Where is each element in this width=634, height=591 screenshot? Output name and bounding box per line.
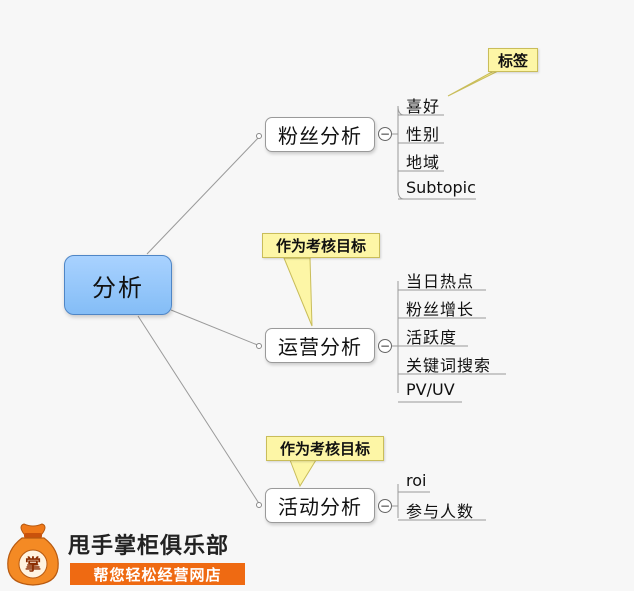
callout-pointer-tag — [447, 69, 501, 97]
callout-pointer-activity — [289, 459, 317, 488]
branch-label: 运营分析 — [278, 335, 362, 359]
topic-ops-hotspot[interactable]: 当日热点 — [406, 272, 475, 291]
topic-activity-participants[interactable]: 参与人数 — [406, 502, 475, 521]
topic-fans-region[interactable]: 地域 — [406, 153, 441, 172]
connector-dot — [256, 133, 262, 139]
topic-ops-activity[interactable]: 活跃度 — [406, 328, 458, 347]
svg-text:掌: 掌 — [25, 555, 41, 574]
branch-label: 粉丝分析 — [278, 124, 362, 148]
branch-node-ops[interactable]: 运营分析 — [265, 328, 375, 363]
callout-text: 作为考核目标 — [279, 440, 370, 458]
money-bag-logo-icon: 掌 — [7, 523, 59, 586]
minus-icon: − — [379, 499, 391, 513]
callout-text: 作为考核目标 — [275, 237, 366, 255]
topic-fans-gender[interactable]: 性别 — [406, 125, 441, 144]
brand-name: 甩手掌柜俱乐部 — [68, 534, 230, 559]
collapse-toggle-fans[interactable]: − — [378, 127, 392, 141]
branch-node-activity[interactable]: 活动分析 — [265, 488, 375, 523]
branch-label: 活动分析 — [278, 495, 362, 519]
topic-ops-pvuv[interactable]: PV/UV — [406, 380, 455, 399]
callout-pointer-ops — [283, 257, 313, 327]
branch-node-fans[interactable]: 粉丝分析 — [265, 117, 375, 152]
topic-fans-subtopic[interactable]: Subtopic — [406, 178, 476, 197]
minus-icon: − — [379, 127, 391, 141]
topic-ops-keyword-search[interactable]: 关键词搜索 — [406, 356, 492, 375]
connector-dot — [256, 502, 262, 508]
connector-root-to-activity — [137, 315, 261, 506]
callout-text: 标签 — [497, 51, 528, 70]
topic-ops-fan-growth[interactable]: 粉丝增长 — [406, 300, 475, 319]
minus-icon: − — [379, 339, 391, 353]
brand-slogan: 帮您轻松经营网店 — [70, 563, 245, 585]
callout-kpi-ops[interactable]: 作为考核目标 — [262, 233, 380, 258]
connector-dot — [256, 343, 262, 349]
collapse-toggle-activity[interactable]: − — [378, 499, 392, 513]
root-node[interactable]: 分析 — [64, 255, 172, 315]
connector-root-to-fans — [146, 135, 261, 255]
callout-tag[interactable]: 标签 — [488, 48, 538, 72]
callout-kpi-activity[interactable]: 作为考核目标 — [266, 436, 384, 461]
collapse-toggle-ops[interactable]: − — [378, 339, 392, 353]
topic-fans-preference[interactable]: 喜好 — [406, 97, 441, 116]
connector-root-to-ops — [170, 309, 261, 347]
root-label: 分析 — [92, 273, 144, 302]
topic-activity-roi[interactable]: roi — [406, 471, 427, 490]
